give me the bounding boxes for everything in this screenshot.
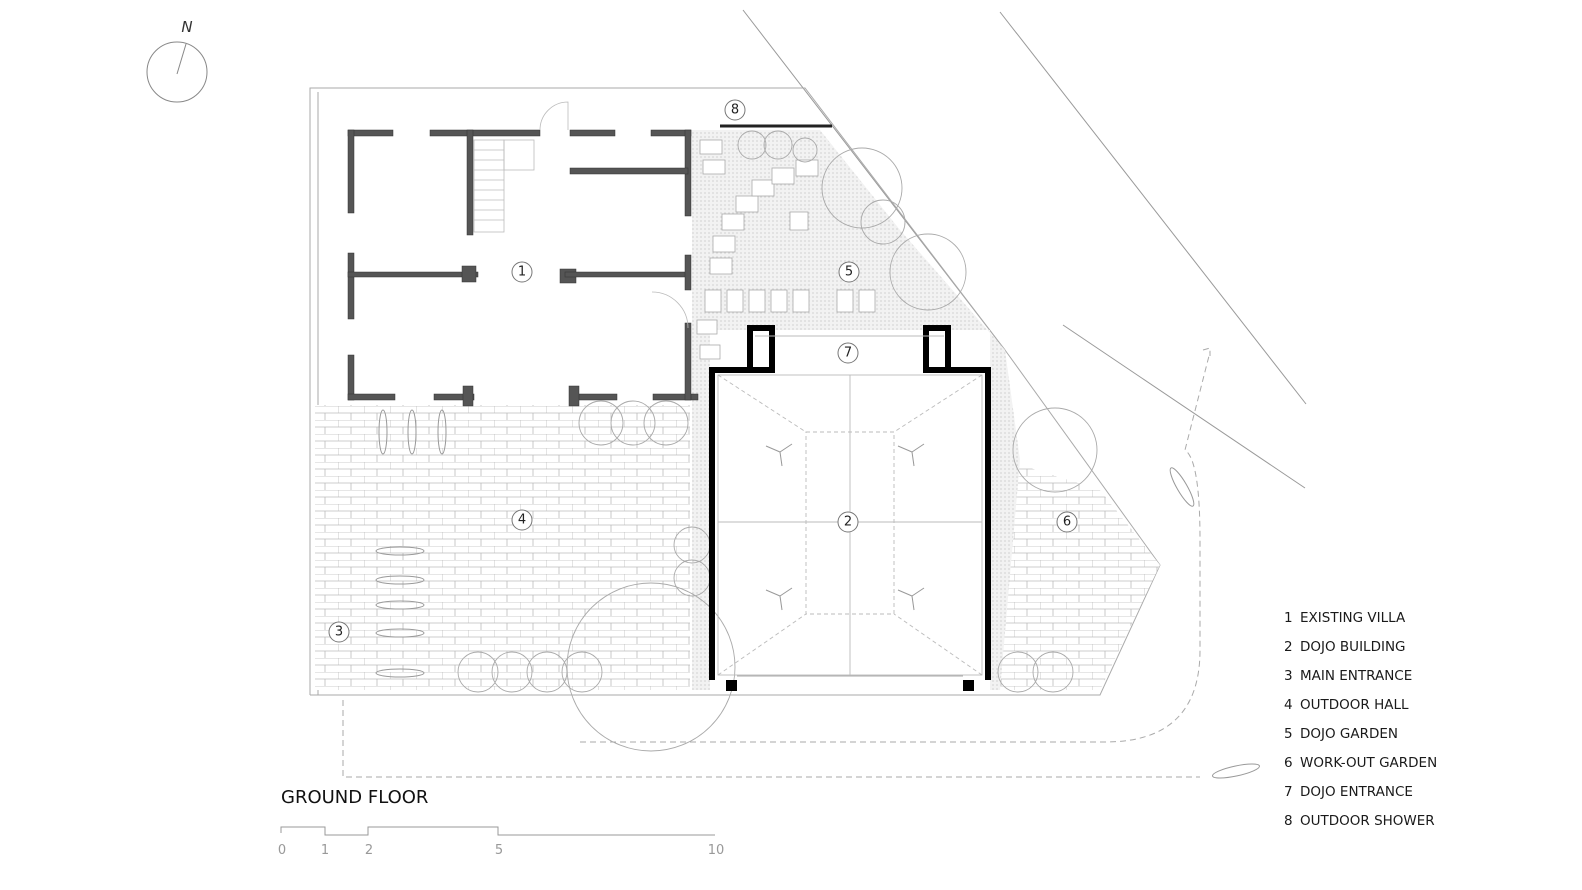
legend-label: MAIN ENTRANCE bbox=[1300, 668, 1413, 684]
label-dojo-building: 2 bbox=[844, 515, 852, 530]
legend-label: OUTDOOR HALL bbox=[1300, 697, 1409, 713]
scale-tick: 5 bbox=[494, 843, 504, 858]
legend-label: DOJO BUILDING bbox=[1300, 639, 1406, 655]
scale-tick: 10 bbox=[707, 843, 725, 858]
scale-tick: 0 bbox=[277, 843, 287, 858]
legend: 1 EXISTING VILLA 2 DOJO BUILDING 3 MAIN ENT… bbox=[1284, 610, 1437, 842]
legend-num: 8 bbox=[1284, 813, 1293, 829]
scale-bar bbox=[280, 826, 715, 836]
legend-item: 7 DOJO ENTRANCE bbox=[1284, 784, 1437, 813]
legend-num: 6 bbox=[1284, 755, 1293, 771]
legend-label: DOJO GARDEN bbox=[1300, 726, 1399, 742]
outdoor-hall-paving bbox=[315, 405, 690, 690]
workout-garden-paving bbox=[1000, 460, 1160, 690]
legend-item: 5 DOJO GARDEN bbox=[1284, 726, 1437, 755]
north-label: N bbox=[181, 18, 192, 36]
legend-num: 5 bbox=[1284, 726, 1293, 742]
legend-item: 8 OUTDOOR SHOWER bbox=[1284, 813, 1437, 842]
legend-num: 1 bbox=[1284, 610, 1293, 626]
plan-labels bbox=[328, 99, 1078, 643]
stepping-stones bbox=[696, 139, 876, 360]
villa-stair bbox=[473, 101, 689, 329]
label-main-entrance: 3 bbox=[335, 625, 343, 640]
label-existing-villa: 1 bbox=[518, 265, 526, 280]
legend-item: 2 DOJO BUILDING bbox=[1284, 639, 1437, 668]
access-path bbox=[342, 347, 1211, 778]
legend-item: 4 OUTDOOR HALL bbox=[1284, 697, 1437, 726]
existing-villa-walls bbox=[347, 129, 699, 407]
legend-label: WORK-OUT GARDEN bbox=[1300, 755, 1438, 771]
bicycle-icons bbox=[375, 409, 1260, 779]
trees bbox=[457, 130, 1098, 752]
legend-item: 6 WORK-OUT GARDEN bbox=[1284, 755, 1437, 784]
legend-num: 2 bbox=[1284, 639, 1293, 655]
legend-label: OUTDOOR SHOWER bbox=[1300, 813, 1435, 829]
label-dojo-entrance: 7 bbox=[844, 346, 852, 361]
legend-num: 3 bbox=[1284, 668, 1293, 684]
drawing-title: GROUND FLOOR bbox=[281, 787, 429, 808]
legend-item: 3 MAIN ENTRANCE bbox=[1284, 668, 1437, 697]
legend-label: DOJO ENTRANCE bbox=[1300, 784, 1413, 800]
dojo-garden-gravel bbox=[692, 130, 1020, 690]
legend-item: 1 EXISTING VILLA bbox=[1284, 610, 1437, 639]
legend-num: 7 bbox=[1284, 784, 1293, 800]
label-dojo-garden: 5 bbox=[845, 265, 853, 280]
label-workout-garden: 6 bbox=[1063, 515, 1071, 530]
north-compass-icon: N bbox=[146, 18, 208, 103]
label-outdoor-hall: 4 bbox=[518, 513, 526, 528]
legend-label: EXISTING VILLA bbox=[1300, 610, 1406, 626]
scale-tick: 2 bbox=[364, 843, 374, 858]
scale-tick: 1 bbox=[320, 843, 330, 858]
legend-num: 4 bbox=[1284, 697, 1293, 713]
ceiling-fan-icons bbox=[765, 443, 925, 611]
dojo-building bbox=[709, 124, 991, 691]
side-path-gravel bbox=[692, 330, 710, 690]
label-outdoor-shower: 8 bbox=[731, 103, 739, 118]
